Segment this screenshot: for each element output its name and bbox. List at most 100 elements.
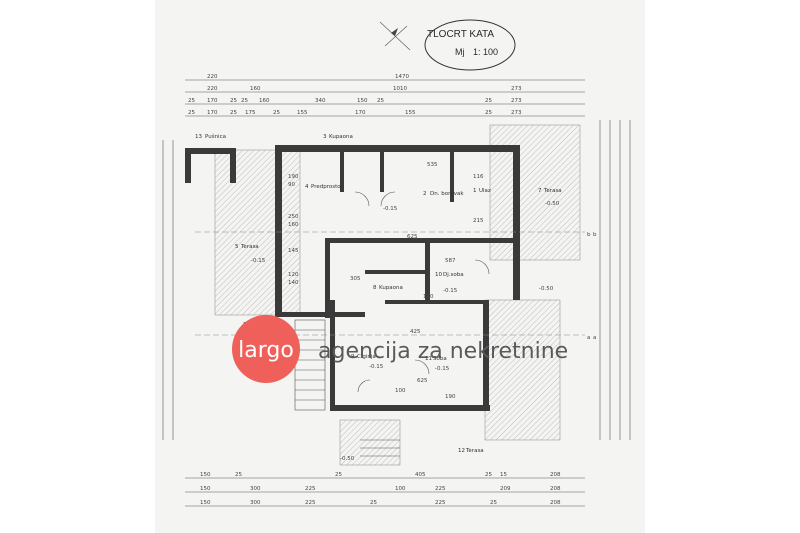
dim-bot-2b: 300: [250, 486, 261, 492]
level-marks: -0.15 -0.50 -0.15 -0.15 -0.50 -0.15 -0.1…: [251, 201, 560, 462]
dim-int-11: 215: [473, 218, 484, 224]
dim-bot-3f: 25: [490, 500, 497, 506]
dim-top-3j: 273: [511, 98, 522, 104]
room-labels: 13 Pušnica 3 Kupaona 4 Predprostor 2 Dn.…: [195, 133, 562, 454]
dim-top-4i: 25: [485, 110, 492, 116]
level-mark-1: -0.50: [545, 201, 560, 207]
level-mark-3: -0.15: [443, 288, 458, 294]
dim-bot-3c: 225: [305, 500, 316, 506]
room-11-name: Soba: [433, 356, 447, 362]
dim-top-4g: 170: [355, 110, 366, 116]
scale-label: Mj: [455, 47, 465, 57]
room-2-name: Dn. boravak: [430, 191, 464, 197]
dim-bot-2e: 225: [435, 486, 446, 492]
dim-top-4c: 25: [230, 110, 237, 116]
dim-top-1b: 1470: [395, 74, 409, 80]
dim-bot-1d: 405: [415, 472, 426, 478]
door-swings: [354, 191, 490, 393]
dim-int-9: 100: [423, 294, 434, 300]
top-dimension-lines: 220 1470 220 160 1010 273 25 170 25 25 1…: [185, 74, 585, 117]
level-mark-0: -0.15: [383, 206, 398, 212]
dim-int-14: 120: [288, 272, 299, 278]
dim-int-6: 190: [445, 394, 456, 400]
dim-bot-2c: 225: [305, 486, 316, 492]
plan-title: TLOCRT KATA: [427, 29, 494, 40]
dim-bot-3a: 150: [200, 500, 211, 506]
dim-int-4: 425: [410, 329, 421, 335]
section-mark-b2: b: [593, 232, 597, 238]
dim-top-3f: 340: [315, 98, 326, 104]
room-5-num: 5: [235, 244, 239, 250]
dim-top-3e: 160: [259, 98, 270, 104]
dim-bot-1f: 15: [500, 472, 507, 478]
dim-top-3g: 150: [357, 98, 368, 104]
room-7-name: Terasa: [543, 188, 562, 194]
terrace-5-area: [214, 149, 301, 316]
scale-value: 1: 100: [473, 47, 498, 57]
level-mark-7: -0.50: [340, 456, 355, 462]
dim-top-4b: 170: [207, 110, 218, 116]
dim-bot-2a: 150: [200, 486, 211, 492]
dim-top-4e: 25: [273, 110, 280, 116]
room-8-name: Kupaona: [379, 285, 403, 291]
room-11-num: 11: [425, 356, 432, 362]
dim-top-4h: 155: [405, 110, 416, 116]
dim-bot-3b: 300: [250, 500, 261, 506]
dim-top-4j: 273: [511, 110, 522, 116]
room-12-name: Terasa: [465, 448, 484, 454]
dim-top-3h: 25: [377, 98, 384, 104]
dim-bot-1g: 208: [550, 472, 561, 478]
dim-top-4d: 175: [245, 110, 256, 116]
lower-steps-area: [339, 419, 401, 466]
dim-int-1: 625: [407, 234, 418, 240]
room-3-name: Kupaona: [329, 134, 353, 140]
room-6-num: 6: [243, 322, 247, 328]
dim-top-3d: 25: [241, 98, 248, 104]
room-6-name: Stepenice: [249, 322, 277, 328]
dim-bot-1c: 25: [335, 472, 342, 478]
dim-bot-2g: 208: [550, 486, 561, 492]
dim-bot-1a: 150: [200, 472, 211, 478]
room-4-name: Predprostor: [311, 184, 344, 190]
dim-top-2c: 1010: [393, 86, 407, 92]
room-9-num: 9: [351, 354, 355, 360]
dim-top-2a: 220: [207, 86, 218, 92]
room-12-num: 12: [458, 448, 465, 454]
section-mark-a2: a: [593, 335, 596, 341]
dim-int-12: 250: [288, 214, 299, 220]
dim-top-2b: 160: [250, 86, 261, 92]
room-10-num: 10: [435, 272, 442, 278]
dim-top-1a: 220: [207, 74, 218, 80]
title-oval: [424, 19, 516, 71]
dim-bot-3d: 25: [370, 500, 377, 506]
room-2-num: 2: [423, 191, 427, 197]
dim-top-3b: 170: [207, 98, 218, 104]
dim-bot-1b: 25: [235, 472, 242, 478]
room-13-num: 13: [195, 134, 202, 140]
dim-int-16: 160: [288, 222, 299, 228]
room-5-name: Terasa: [240, 244, 259, 250]
room-9-name: Ciginja: [357, 354, 376, 360]
dim-top-3a: 25: [188, 98, 195, 104]
interior-dimensions: 535 625 587 305 425 625 190 100 190 100 …: [288, 162, 484, 400]
terrace-12-area: [484, 299, 561, 441]
dim-int-10: 116: [473, 174, 484, 180]
dim-int-3: 305: [350, 276, 361, 282]
dim-int-8: 190: [288, 174, 299, 180]
dim-bot-2d: 100: [395, 486, 406, 492]
room-13-name: Pušnica: [205, 133, 226, 140]
level-mark-4: -0.50: [539, 286, 554, 292]
dim-bot-2f: 209: [500, 486, 511, 492]
level-mark-5: -0.15: [369, 364, 384, 370]
level-mark-2: -0.15: [251, 258, 266, 264]
level-mark-6: -0.15: [435, 366, 450, 372]
dim-bot-1e: 25: [485, 472, 492, 478]
dim-int-17: 140: [288, 280, 299, 286]
dim-int-15: 90: [288, 182, 295, 188]
dim-top-3i: 25: [485, 98, 492, 104]
dim-int-0: 535: [427, 162, 438, 168]
walls: [185, 145, 520, 411]
dim-top-4a: 25: [188, 110, 195, 116]
room-10-name: Dj.soba: [443, 272, 464, 278]
dim-int-13: 145: [288, 248, 299, 254]
